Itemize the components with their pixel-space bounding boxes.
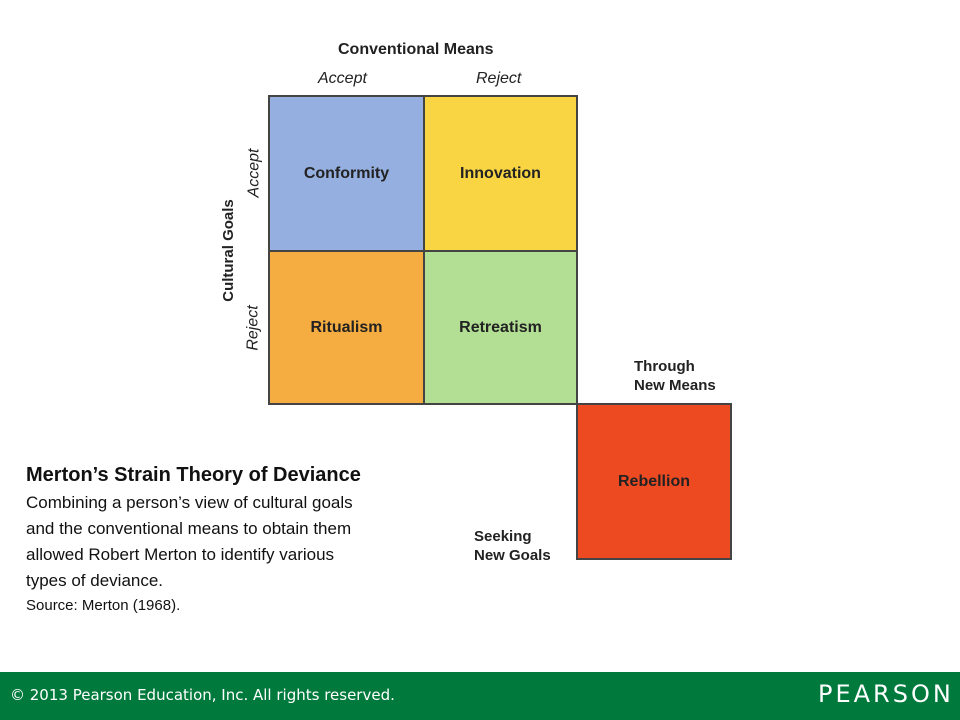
caption-title: Merton’s Strain Theory of Deviance xyxy=(26,464,361,486)
row-accept-label: Accept xyxy=(245,148,263,197)
caption-line: allowed Robert Merton to identify variou… xyxy=(26,545,335,564)
seeking-new-goals-label: Seeking New Goals xyxy=(474,527,551,565)
caption-line: and the conventional means to obtain the… xyxy=(26,519,352,538)
conformity-label: Conformity xyxy=(303,164,390,182)
column-accept-label: Accept xyxy=(318,70,367,87)
row-reject-label: Reject xyxy=(245,304,263,351)
through-new-means-line-1: Through xyxy=(634,358,695,375)
conventional-means-header: Conventional Means xyxy=(338,41,494,58)
through-new-means-label: Through New Means xyxy=(634,357,716,395)
cultural-goals-header: Cultural Goals xyxy=(219,198,237,302)
seeking-new-goals-line-1: Seeking xyxy=(474,528,532,545)
cultural-goals-header-wrap: Cultural Goals xyxy=(218,95,238,405)
copyright-text: © 2013 Pearson Education, Inc. All right… xyxy=(10,686,395,704)
through-new-means-line-2: New Means xyxy=(634,377,716,394)
innovation-label: Innovation xyxy=(460,164,541,182)
conformity-cell: Conformity xyxy=(268,95,425,252)
row-reject-wrap: Reject xyxy=(243,250,265,405)
caption-line: Combining a person’s view of cultural go… xyxy=(26,493,353,512)
caption-line: types of deviance. xyxy=(26,571,164,590)
retreatism-label: Retreatism xyxy=(459,318,542,336)
row-accept-wrap: Accept xyxy=(243,95,265,250)
pearson-logo: PEARSON xyxy=(818,680,954,708)
caption-body: Combining a person’s view of cultural go… xyxy=(26,490,466,594)
seeking-new-goals-line-2: New Goals xyxy=(474,547,551,564)
ritualism-label: Ritualism xyxy=(310,318,383,336)
caption-source: Source: Merton (1968). xyxy=(26,597,181,614)
rebellion-cell: Rebellion xyxy=(576,403,732,560)
footer-bar: © 2013 Pearson Education, Inc. All right… xyxy=(0,672,960,720)
retreatism-cell: Retreatism xyxy=(423,250,578,405)
ritualism-cell: Ritualism xyxy=(268,250,425,405)
rebellion-label: Rebellion xyxy=(617,472,690,490)
innovation-cell: Innovation xyxy=(423,95,578,252)
column-reject-label: Reject xyxy=(476,70,522,87)
